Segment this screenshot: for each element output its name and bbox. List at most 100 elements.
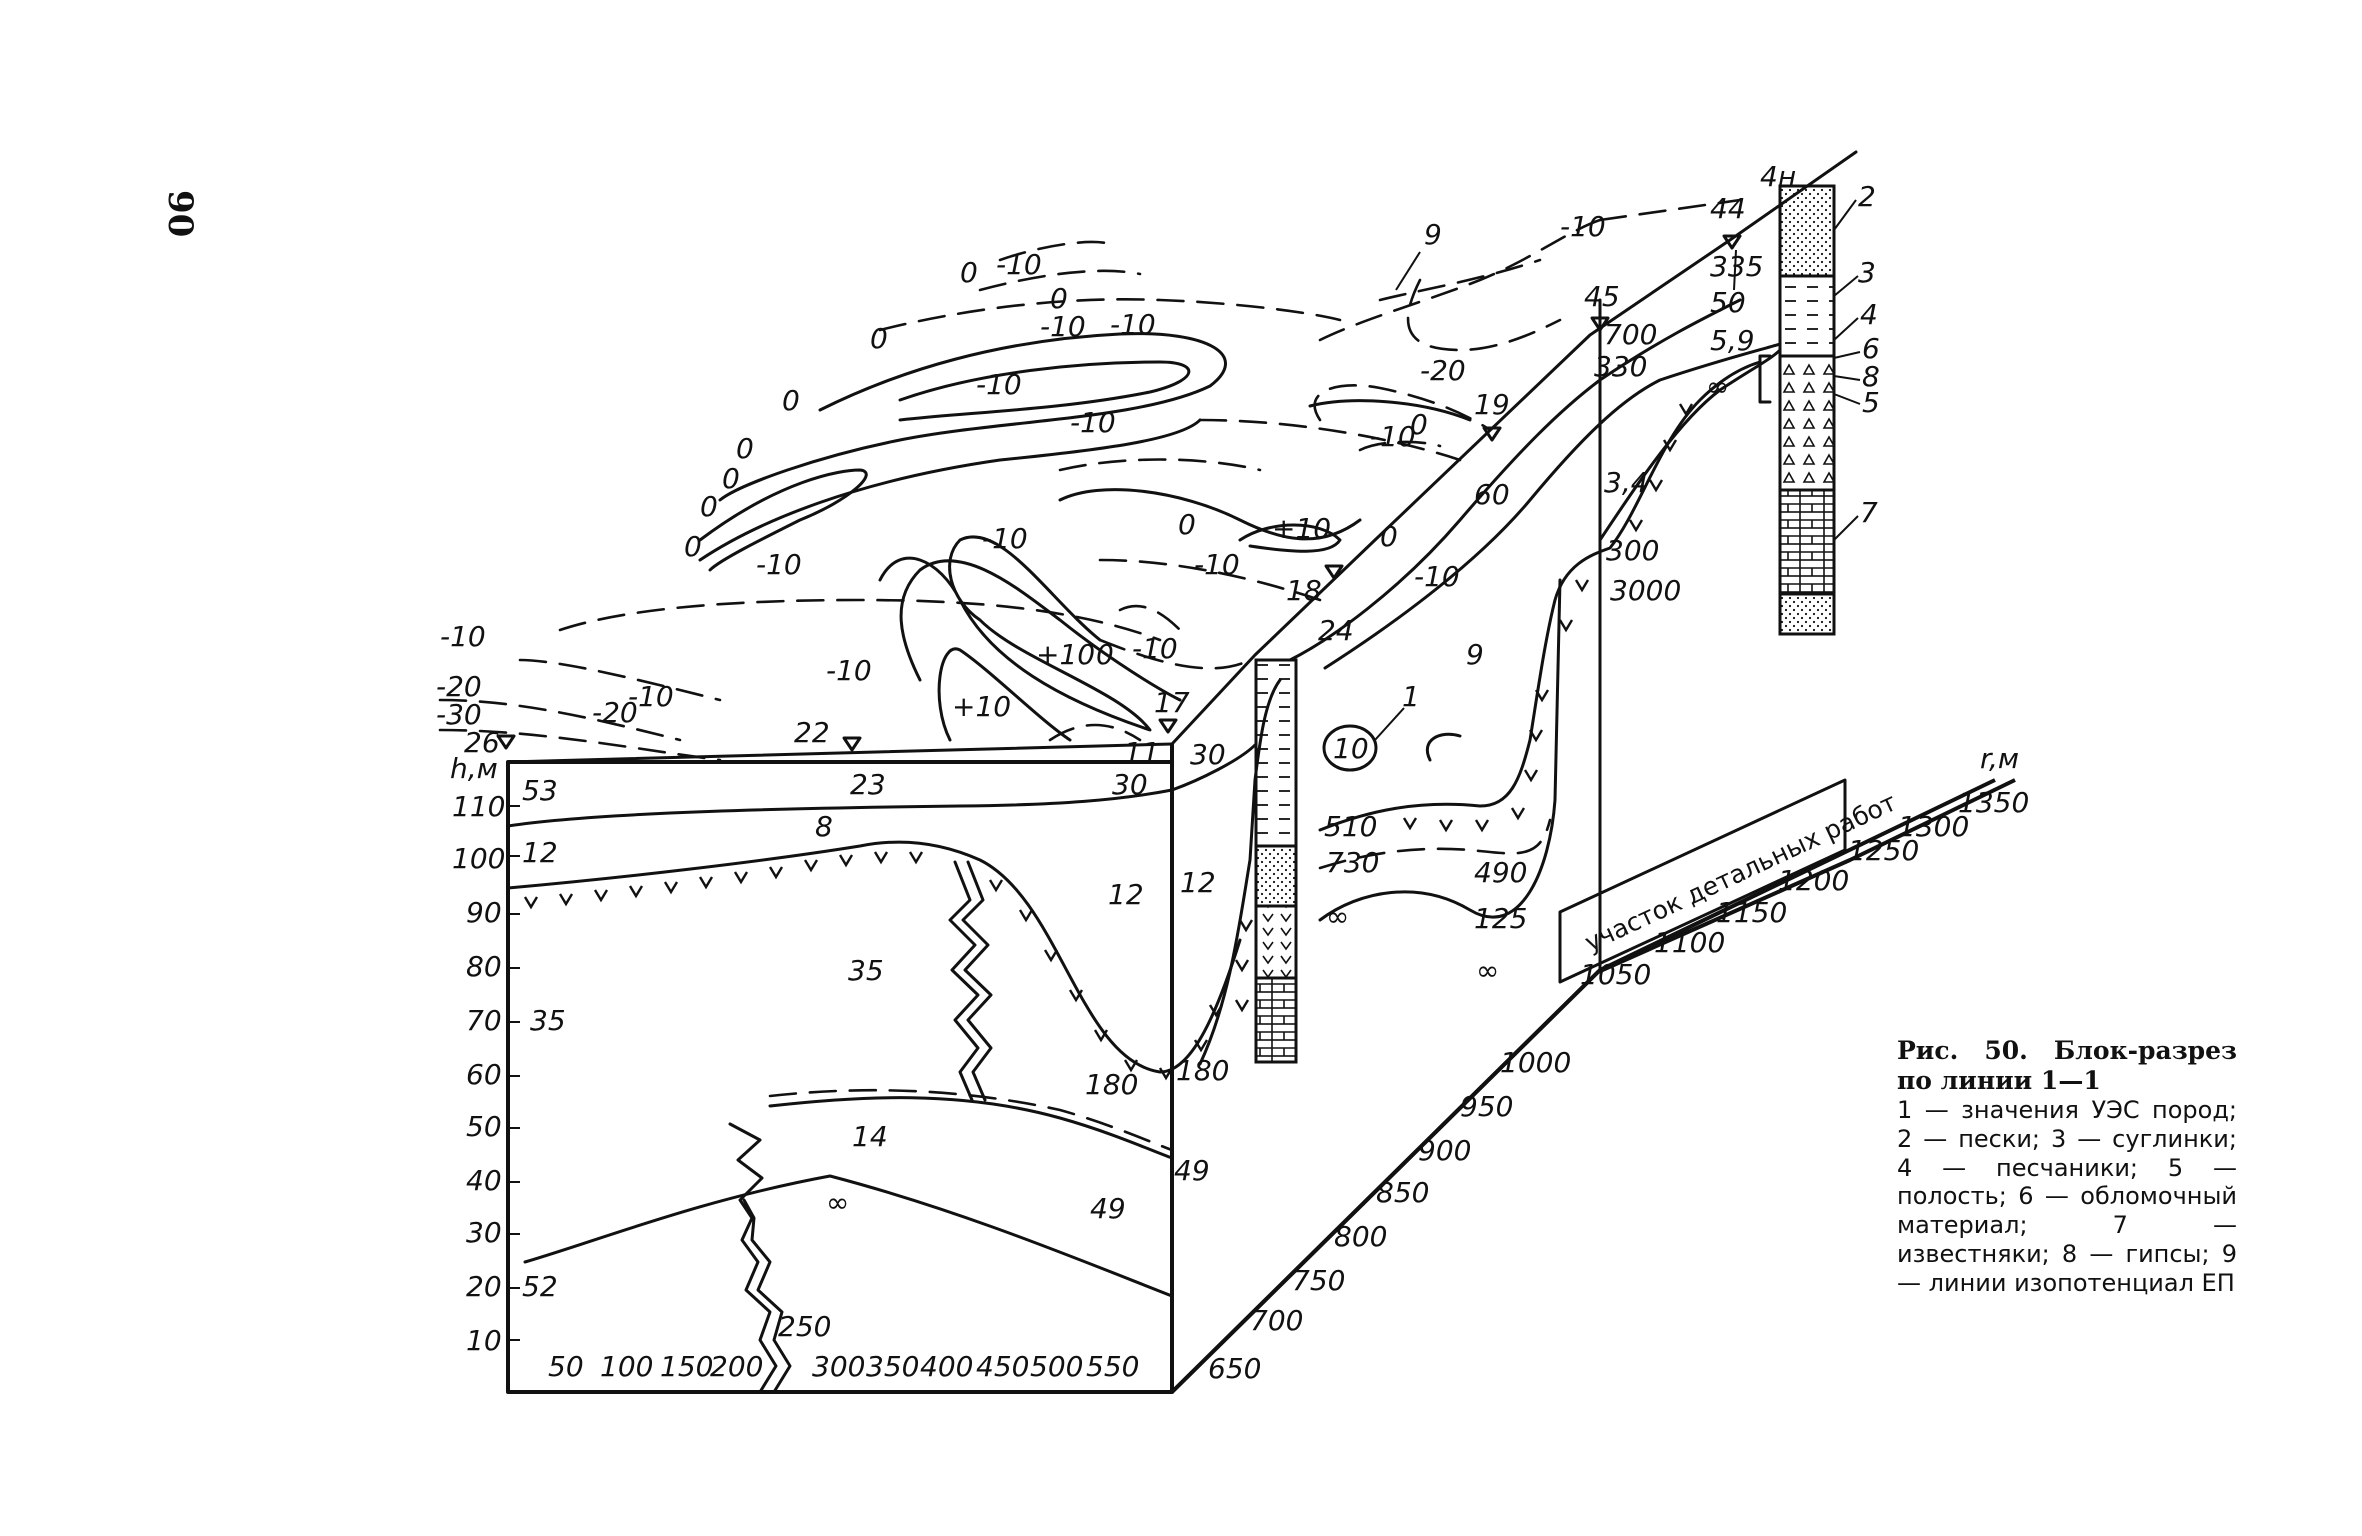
- top-surface: [438, 198, 1742, 762]
- y-tick-30: 30: [466, 1216, 502, 1249]
- well-value-700: 700: [1604, 318, 1657, 351]
- res-52: 52: [522, 1270, 558, 1303]
- contour-label-25: +10: [952, 690, 1011, 723]
- contour-labels: 0 -10 0 -10 -10 0 -10 0 -10 0 0 0 0 -10 …: [436, 210, 1606, 731]
- layer-boundary-1: [506, 788, 1174, 828]
- layer-boundary-2: [506, 840, 1242, 1074]
- contour-label-0: 0: [960, 256, 978, 289]
- side-layer-4-dashed: [1318, 818, 1552, 870]
- ground-surface-line: [506, 742, 1174, 764]
- contour-dashed-16: [1048, 723, 1142, 742]
- contour-label-33: -10: [1414, 560, 1460, 593]
- column-label-4: 4: [1860, 298, 1878, 331]
- contour-label-27: -20: [592, 696, 638, 729]
- well-4n-sand: [1778, 184, 1836, 278]
- y-tick-90: 90: [466, 896, 502, 929]
- contour-label-21: -10: [1132, 632, 1178, 665]
- x-tick-300: 300: [812, 1350, 865, 1383]
- contour-label-32: -10: [1560, 210, 1606, 243]
- side-res-510: 510: [1324, 810, 1377, 843]
- x-tick-150: 150: [660, 1350, 713, 1383]
- callout-number-1: 1: [1402, 680, 1420, 713]
- contour-label-31: 9: [1424, 218, 1442, 251]
- contour-label-1: -10: [996, 248, 1042, 281]
- side-res-24: 24: [1318, 614, 1354, 647]
- res-12-right: 12: [1108, 878, 1144, 911]
- contour-label-30: -10: [440, 620, 486, 653]
- contour-solid-3: [698, 418, 1202, 562]
- contour-dashed-18: [1118, 604, 1182, 632]
- r-tick-1350: 1350: [1958, 786, 2029, 819]
- well-markers: 26 22 17 11 18 19 45 44 4н 700 330 335 5…: [464, 160, 1796, 769]
- r-tick-750: 750: [1292, 1264, 1345, 1297]
- detail-area-box: [1558, 778, 1847, 984]
- contour-label-19: -10: [982, 522, 1028, 555]
- contour-label-9: 0: [736, 432, 754, 465]
- contour-solid-11: [1425, 732, 1462, 762]
- y-tick-60: 60: [466, 1058, 502, 1091]
- side-res-3-4: 3,4: [1604, 466, 1649, 499]
- contour-label-29: -30: [436, 698, 482, 731]
- side-res-30: 30: [1190, 738, 1226, 771]
- well-19: 19: [1474, 388, 1510, 421]
- well-26: 26: [464, 726, 500, 759]
- r-tick-1050: 1050: [1580, 958, 1651, 991]
- well-22: 22: [794, 716, 830, 749]
- cavity-top-dashed: [768, 1088, 1174, 1152]
- contour-label-26: -20: [436, 670, 482, 703]
- contour-label-24: -10: [826, 654, 872, 687]
- well-18-limestone: [1254, 976, 1298, 1064]
- side-layer-4: [1318, 360, 1762, 832]
- r-tick-850: 850: [1376, 1176, 1429, 1209]
- contour-dashed-5: [1058, 458, 1262, 472]
- contour-label-6: -10: [976, 368, 1022, 401]
- side-res-12: 12: [1180, 866, 1216, 899]
- res-23: 23: [850, 768, 886, 801]
- contour-dashed-11: [1318, 218, 1602, 342]
- well-4n-loam: [1778, 274, 1836, 358]
- contour-label-4: -10: [1110, 308, 1156, 341]
- contour-label-12: 0: [684, 530, 702, 563]
- r-tick-1300: 1300: [1898, 810, 1969, 843]
- contour-dashed-6: [1098, 558, 1322, 602]
- r-axis: [1170, 778, 2016, 1394]
- y-tick-70: 70: [466, 1004, 502, 1037]
- surface-back-edge: [1598, 198, 1742, 222]
- r-tick-1200: 1200: [1778, 864, 1849, 897]
- contour-solid-4: [698, 468, 868, 572]
- contour-label-11: 0: [700, 490, 718, 523]
- x-tick-50: 50: [548, 1350, 584, 1383]
- res-49: 49: [1090, 1192, 1126, 1225]
- res-180: 180: [1085, 1068, 1138, 1101]
- contour-dashed-17: [1098, 638, 1252, 670]
- contour-dashed-14: [1313, 384, 1492, 432]
- detail-area-label: участок детальных работ: [1580, 787, 1900, 957]
- well-4n: 4н: [1760, 160, 1796, 193]
- x-tick-350: 350: [866, 1350, 919, 1383]
- res-53: 53: [522, 774, 558, 807]
- side-res-60: 60: [1474, 478, 1510, 511]
- x-tick-100: 100: [600, 1350, 653, 1383]
- y-tick-50: 50: [466, 1110, 502, 1143]
- x-tick-400: 400: [920, 1350, 973, 1383]
- column-label-2: 2: [1858, 180, 1876, 213]
- cavity-top-line: [768, 1096, 1174, 1160]
- res-35-left: 35: [530, 1004, 566, 1037]
- figure-caption: Рис. 50. Блок-разрез по линии 1—1 1 — зн…: [1897, 1036, 2237, 1298]
- contour-label-14: -20: [1420, 354, 1466, 387]
- contour-label-34: 0: [1380, 520, 1398, 553]
- r-axis-label: r,м: [1980, 742, 2019, 775]
- contour-label-18: -10: [1194, 548, 1240, 581]
- well-4n-base: [1778, 592, 1836, 636]
- column-label-7: 7: [1860, 496, 1878, 529]
- contour-solid-9: [1238, 523, 1342, 553]
- contour-solid-2: [898, 360, 1191, 422]
- r-tick-1100: 1100: [1654, 926, 1725, 959]
- well-4n-gypsum: [1778, 354, 1836, 492]
- contour-solid-6: [899, 559, 1182, 702]
- contour-label-10: 0: [722, 462, 740, 495]
- r-tick-1150: 1150: [1716, 896, 1787, 929]
- contour-label-7: 0: [782, 384, 800, 417]
- contour-dashed-9: [438, 698, 682, 742]
